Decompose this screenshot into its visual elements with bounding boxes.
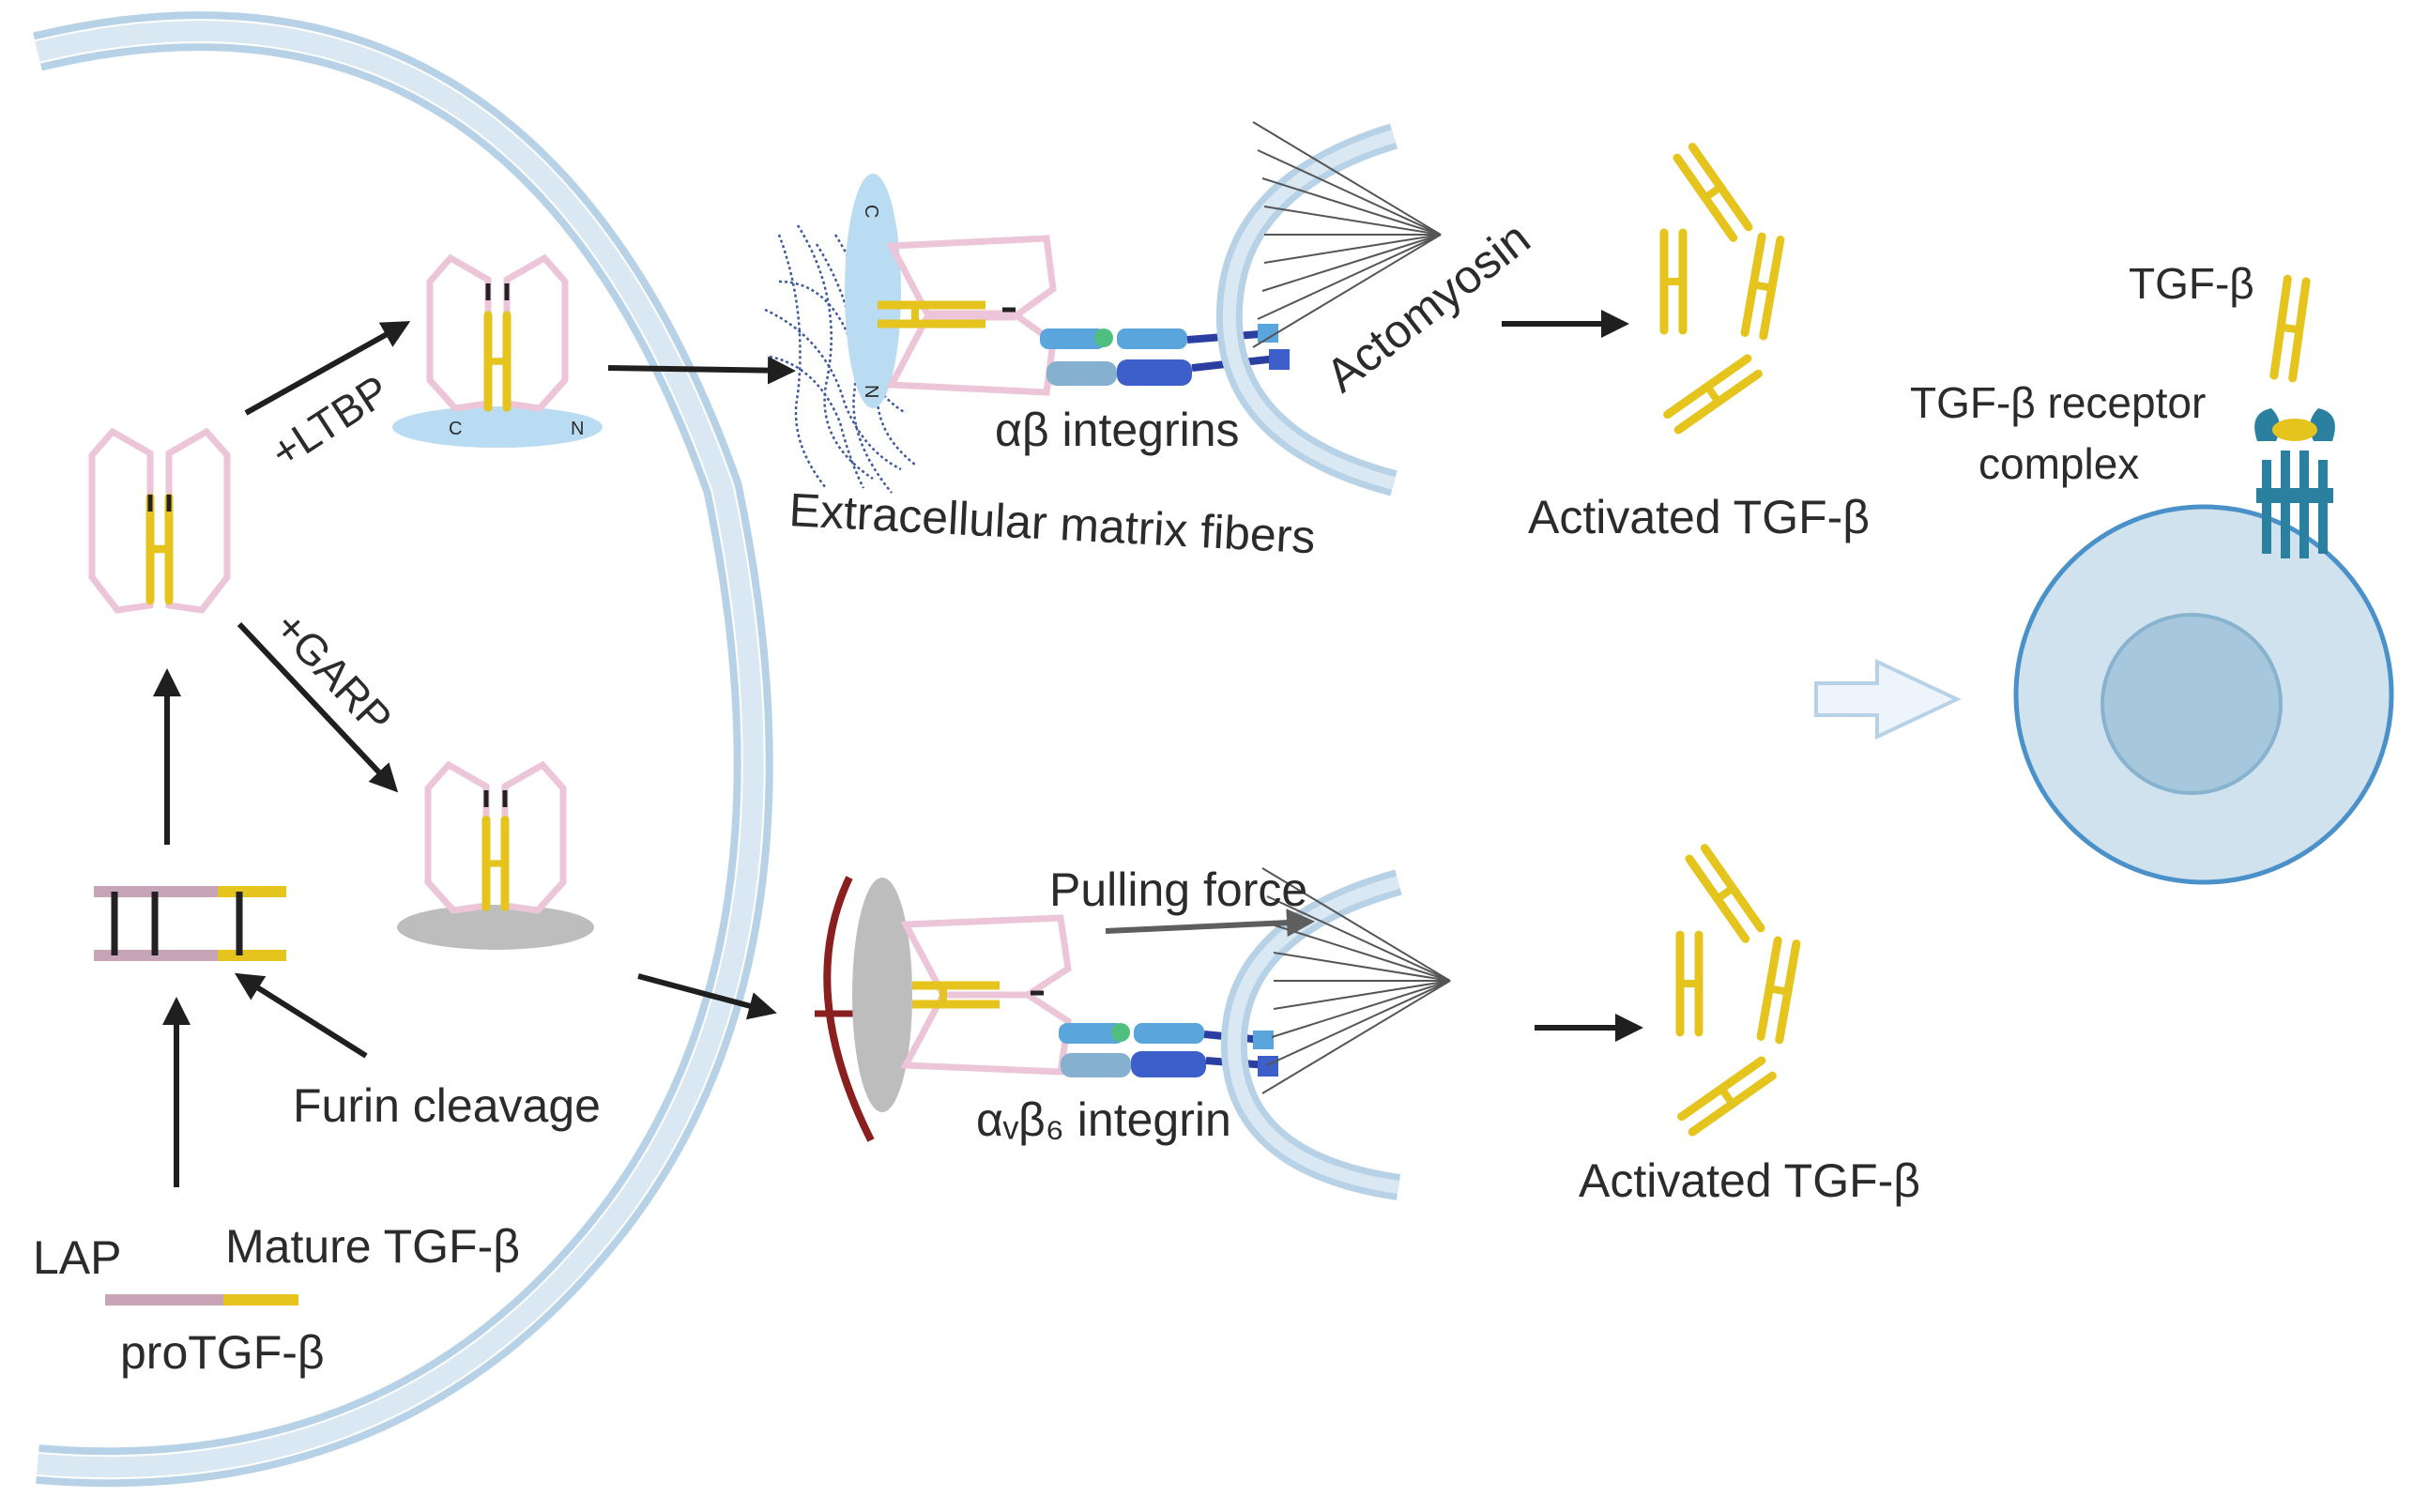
arrow-icon (244, 321, 411, 416)
receptor-complex-label-line1: TGF-β receptor (1910, 378, 2206, 427)
activated-tgf-beta-label-top: Activated TGF-β (1528, 491, 1870, 543)
pro-dimer-molecule (94, 886, 286, 961)
cell-icon (2013, 504, 2394, 885)
lap-label: LAP (33, 1231, 122, 1284)
arrow-icon (1105, 909, 1315, 938)
ecm-fibers-label: Extracellular matrix fibers (787, 483, 1316, 563)
hollow-arrow-icon (1814, 658, 1962, 741)
mature-tgf-beta-label: Mature TGF-β (225, 1220, 520, 1273)
arrow-icon (234, 972, 368, 1059)
arrow-icon (637, 973, 777, 1020)
tgf-beta-dimer-icon (1680, 848, 1796, 1132)
garp-complex (397, 760, 594, 950)
receptor-complex-label-line2: complex (1978, 439, 2139, 488)
avb6-integrin-label: αᵥβ₆ integrin (976, 1093, 1231, 1146)
ltbp-label: +LTBP (262, 365, 397, 477)
svg-text:N: N (861, 385, 881, 398)
ltbp-bound-to-ecm: C N (845, 174, 1057, 408)
ecm-anchor (815, 876, 912, 1142)
pulling-force-label: Pulling force (1049, 863, 1307, 916)
integrin-icon (1040, 324, 1290, 386)
garp-bound-latent-complex (900, 914, 1072, 1076)
tgf-beta-dimer-icon (1664, 147, 1780, 430)
activated-tgf-beta-label-bottom: Activated TGF-β (1579, 1154, 1920, 1207)
latent-tgf-beta-complex (88, 427, 231, 614)
cell-membrane-top (1215, 123, 1398, 496)
ab-integrins-label: αβ integrins (995, 404, 1240, 456)
arrow-icon (237, 621, 399, 793)
ltbp-complex: C N (392, 253, 603, 448)
tgf-beta-label: TGF-β (2129, 259, 2254, 308)
c-terminus-label: C (449, 419, 462, 439)
pro-tgf-beta-label: proTGF-β (120, 1326, 325, 1379)
arrow-icon (607, 356, 796, 385)
producing-cell-membrane (33, 11, 773, 1488)
furin-cleavage-label: Furin cleavage (293, 1079, 601, 1132)
receptor-icon (2254, 408, 2335, 558)
tgf-beta-dimer-icon (2274, 279, 2306, 378)
n-terminus-label: N (571, 419, 584, 439)
svg-text:C: C (861, 205, 881, 218)
